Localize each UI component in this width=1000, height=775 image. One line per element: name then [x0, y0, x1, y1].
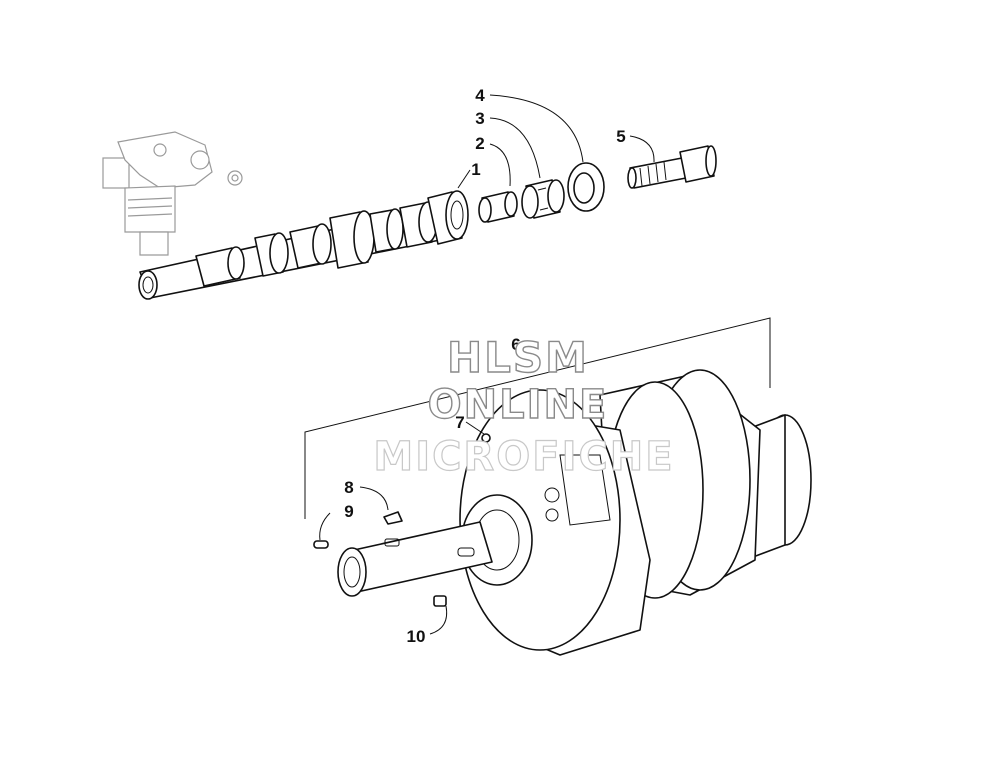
pin-part-9 — [313, 540, 329, 549]
crankshaft — [337, 369, 812, 656]
callout-10: 10 — [407, 627, 426, 646]
callout-5: 5 — [616, 127, 625, 146]
group-bracket — [304, 317, 771, 519]
callout-2: 2 — [475, 134, 484, 153]
callout-4: 4 — [475, 86, 485, 105]
callout-labels: 1 2 3 4 5 6 7 8 9 10 — [344, 86, 625, 646]
camshaft — [138, 190, 469, 300]
callout-8: 8 — [344, 478, 353, 497]
callout-6: 6 — [511, 335, 520, 354]
leader-lines — [319, 94, 655, 635]
callout-1: 1 — [471, 160, 480, 179]
callout-9: 9 — [344, 502, 353, 521]
reference-assembly-ghost — [102, 131, 243, 256]
pin-part-7 — [481, 433, 491, 443]
bearing-part-4 — [567, 162, 605, 212]
bolt-part-5 — [627, 145, 717, 189]
bushing-part-2 — [478, 191, 518, 223]
key-part-8 — [383, 511, 403, 525]
pin-part-10 — [433, 595, 447, 607]
callout-7: 7 — [455, 413, 464, 432]
watermark-line-2: ONLINE — [428, 382, 609, 428]
watermark-line-3: MICROFICHE — [373, 434, 674, 480]
watermark-line-1: HLSM — [447, 333, 589, 382]
spacer-part-3 — [521, 179, 565, 219]
callout-3: 3 — [475, 109, 484, 128]
watermark: HLSM ONLINE MICROFICHE — [373, 332, 674, 480]
